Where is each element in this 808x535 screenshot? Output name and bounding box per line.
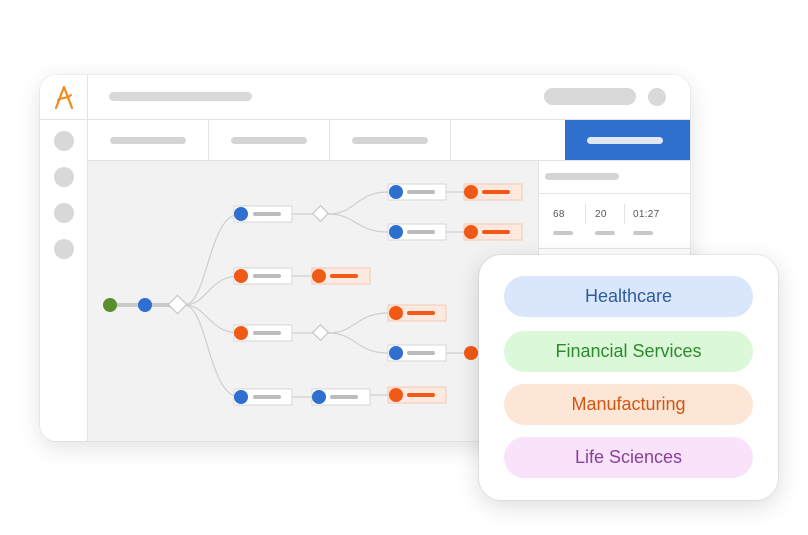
industry-life-sciences-label: Life Sciences	[574, 447, 683, 467]
sidebar	[40, 75, 88, 441]
step-node-blue	[389, 346, 403, 360]
industry-life-sciences[interactable]: Life Sciences	[504, 437, 753, 478]
industry-healthcare-label: Healthcare	[584, 286, 673, 306]
action-node-orange	[464, 346, 478, 360]
sidebar-item-3-icon[interactable]	[54, 203, 74, 223]
industry-financial-services[interactable]: Financial Services	[504, 331, 753, 372]
stat-value-3: 01:27	[633, 209, 660, 220]
industry-manufacturing-label: Manufacturing	[571, 394, 686, 414]
panel-title-placeholder	[545, 173, 619, 180]
industry-financial-services-label: Financial Services	[555, 341, 702, 361]
tab-bar	[88, 120, 690, 161]
tab-1[interactable]	[88, 120, 209, 160]
stat-value-2: 20	[595, 209, 607, 220]
tab-2[interactable]	[209, 120, 330, 160]
stat-value-1: 68	[553, 209, 565, 220]
sidebar-item-2-icon[interactable]	[54, 167, 74, 187]
action-node-orange	[464, 185, 478, 199]
avatar[interactable]	[648, 88, 666, 106]
step-node-blue	[389, 225, 403, 239]
tab-1-label	[110, 137, 186, 144]
tab-3-label	[352, 137, 428, 144]
step-node-blue	[389, 185, 403, 199]
top-bar	[88, 75, 690, 120]
decision-diamond	[167, 294, 188, 315]
tab-active-label	[587, 137, 663, 144]
action-node-orange	[312, 269, 326, 283]
workflow-diagram	[103, 183, 523, 406]
tab-active[interactable]	[565, 120, 690, 160]
action-node-orange	[234, 326, 248, 340]
step-node-blue	[234, 207, 248, 221]
action-node-orange	[389, 306, 403, 320]
industry-manufacturing[interactable]: Manufacturing	[504, 384, 753, 425]
industries-card: Healthcare Financial Services Manufactur…	[479, 255, 778, 500]
trigger-node	[138, 298, 152, 312]
action-node-orange	[464, 225, 478, 239]
sidebar-item-4-icon[interactable]	[54, 239, 74, 259]
decision-diamond	[312, 205, 329, 222]
industry-healthcare[interactable]: Healthcare	[504, 276, 753, 317]
step-node-blue	[312, 390, 326, 404]
search-placeholder[interactable]	[544, 88, 636, 105]
sidebar-item-1-icon[interactable]	[54, 131, 74, 151]
title-placeholder	[109, 92, 252, 101]
decision-diamond	[312, 324, 329, 341]
tab-3[interactable]	[330, 120, 451, 160]
tab-2-label	[231, 137, 307, 144]
step-node-blue	[234, 390, 248, 404]
action-node-orange	[234, 269, 248, 283]
a-logo-icon[interactable]	[40, 75, 87, 120]
action-node-orange	[389, 388, 403, 402]
start-node	[103, 298, 117, 312]
